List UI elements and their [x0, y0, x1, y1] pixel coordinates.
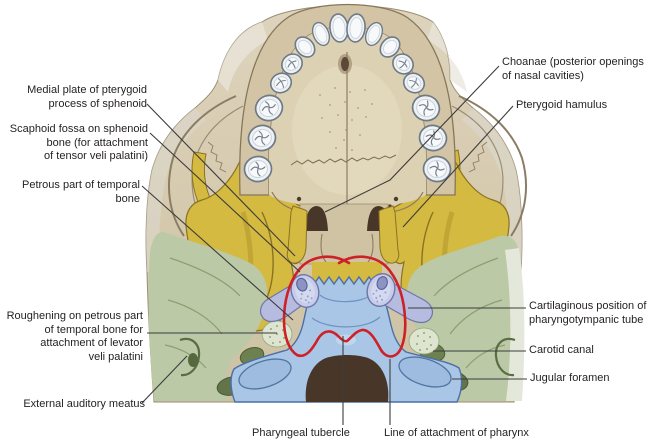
leader-pterygoid-hamulus — [402, 105, 514, 228]
medial-pterygoid-plate-left — [286, 205, 308, 264]
leader-petrous-part — [141, 185, 294, 321]
occipital-condyle-right — [398, 356, 452, 388]
label-scaphoid-fossa: Scaphoid fossa on sphenoid bone (for att… — [9, 123, 148, 162]
leader-lines — [141, 65, 527, 425]
label-pterygoid-hamulus: Pterygoid hamulus — [516, 99, 608, 111]
label-carotid-canal: Carotid canal — [529, 344, 594, 356]
leader-scaphoid-fossa — [149, 132, 301, 273]
occipital-condyle-left — [238, 358, 292, 390]
label-cartilaginous-tube: Cartilaginous position of pharyngotympan… — [529, 300, 647, 326]
label-petrous-part: Petrous part of temporal bone — [21, 179, 140, 205]
label-line-of-attachment: Line of attachment of pharynx — [384, 427, 529, 439]
temporal-green-regions — [148, 232, 525, 401]
cheek-wash-left — [218, 22, 268, 92]
incisive-fossa — [341, 57, 349, 71]
label-external-auditory-meatus: External auditory meatus — [23, 398, 145, 410]
leader-medial-plate — [146, 103, 296, 257]
label-pharyngeal-tubercle: Pharyngeal tubercle — [252, 427, 350, 439]
medial-pterygoid-plate-right — [378, 205, 400, 264]
pharyngotympanic-tubes — [259, 269, 434, 324]
suture-right — [468, 141, 488, 173]
transverse-palatine-suture — [290, 154, 397, 166]
label-medial-plate: Medial plate of pterygoid process of sph… — [27, 84, 147, 110]
cheek-wash-right — [427, 22, 467, 92]
green-fade-right — [505, 248, 525, 401]
choana-left — [305, 206, 328, 231]
pharynx-attachment-line — [282, 255, 407, 358]
leader-choanae — [324, 65, 500, 213]
vomer-grooves — [320, 233, 374, 263]
label-jugular-foramen: Jugular foramen — [530, 372, 610, 384]
foramen-magnum — [305, 355, 389, 402]
suture-left — [207, 141, 227, 173]
external-auditory-meatus-shape — [179, 337, 516, 377]
leader-external-auditory-meatus — [141, 355, 188, 404]
green-folds — [164, 257, 506, 369]
edge-wash-left — [146, 108, 206, 272]
occipital-blue-region — [230, 275, 463, 403]
green-field-right — [406, 235, 521, 401]
label-roughening: Roughening on petrous part of temporal b… — [6, 310, 143, 363]
label-choanae: Choanae (posterior openings of nasal cav… — [502, 56, 644, 82]
edge-wash-right — [462, 108, 522, 272]
green-field-left — [148, 232, 268, 401]
palate-stipple — [319, 87, 373, 151]
roughening-patch-right — [408, 327, 440, 355]
